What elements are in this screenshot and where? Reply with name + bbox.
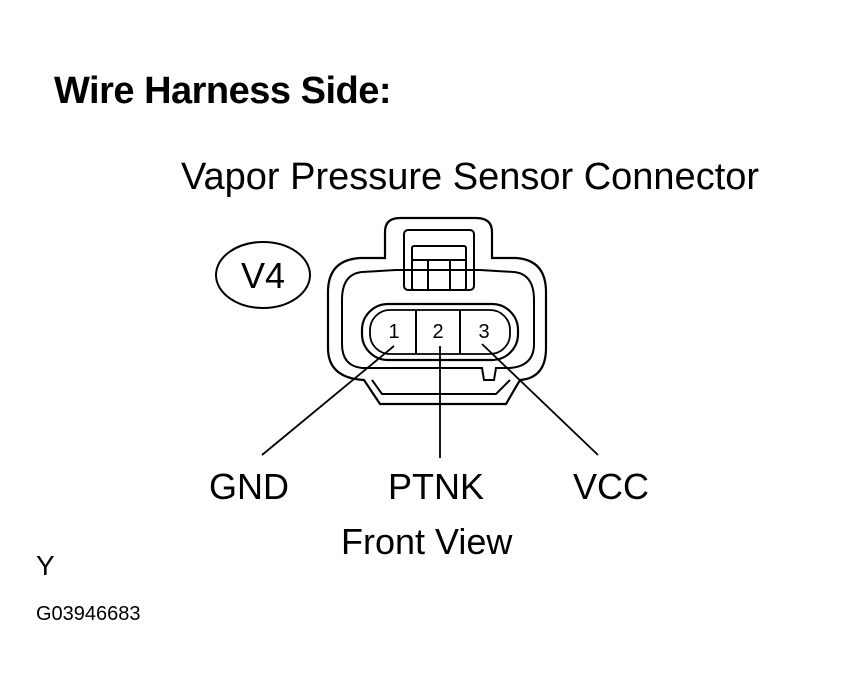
pin-number-1: 1: [388, 321, 399, 343]
pin-number-2: 2: [432, 321, 443, 343]
latch-inner: [411, 245, 467, 291]
figure-code: G03946683: [36, 603, 141, 625]
leader-gnd: [261, 345, 395, 456]
latch-tab: [427, 259, 451, 291]
pin-label-ptnk: PTNK: [388, 466, 485, 507]
connector-code-ellipse: [215, 241, 311, 309]
view-caption: Front View: [341, 521, 513, 562]
pin-label-gnd: GND: [209, 466, 289, 507]
heading: Wire Harness Side:: [54, 70, 392, 112]
pin-label-vcc: VCC: [573, 466, 650, 507]
connector-code-label: V4: [241, 255, 285, 296]
corner-letter: Y: [36, 550, 55, 581]
pin-number-3: 3: [478, 321, 489, 343]
connector-inner-shell: [341, 269, 535, 381]
connector-outer-shell: [326, 216, 548, 406]
connector-title: Vapor Pressure Sensor Connector: [181, 156, 760, 198]
connector-bottom-flange: [371, 379, 511, 395]
leader-vcc: [481, 343, 599, 456]
